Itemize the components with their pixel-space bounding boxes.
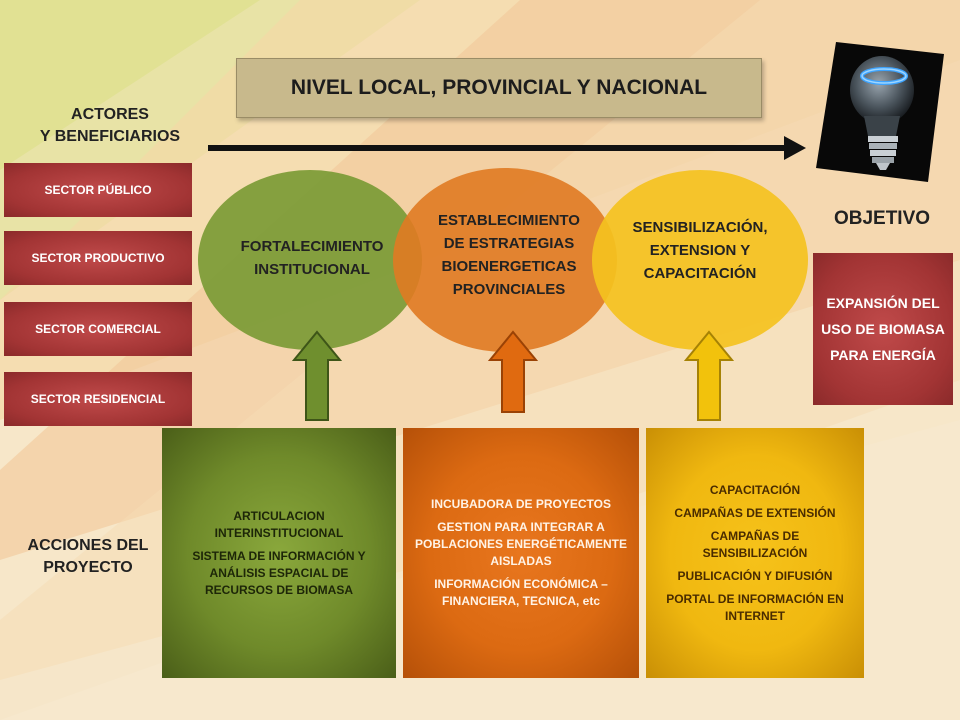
action-item: CAPACITACIÓN — [709, 482, 801, 497]
objective-line1: EXPANSIÓN DEL — [826, 295, 940, 311]
circle-institutional-line1: FORTALECIMIENTO — [240, 238, 384, 255]
actions-heading-line1: ACCIONES DEL — [27, 537, 149, 554]
sector-productive: SECTOR PRODUCTIVO — [4, 231, 192, 285]
actions-box-institutional: ARTICULACION INTERINSTITUCIONAL SISTEMA … — [162, 428, 396, 678]
arrow-up-icon-green — [292, 330, 342, 421]
action-item: INCUBADORA DE PROYECTOS — [430, 497, 612, 511]
circle-strategies — [393, 168, 617, 352]
objective-heading: OBJETIVO — [833, 208, 931, 229]
objective-line2: USO DE BIOMASA — [821, 321, 945, 337]
action-item: CAMPAÑAS DE EXTENSIÓN — [674, 505, 836, 520]
action-item: ARTICULACION INTERINSTITUCIONAL — [214, 508, 344, 540]
action-item: GESTION PARA INTEGRAR A POBLACIONES ENER… — [415, 520, 628, 568]
circle-strategies-line3: BIOENERGETICAS — [441, 258, 577, 275]
lightbulb-icon — [816, 42, 944, 182]
action-item: PUBLICACIÓN Y DIFUSIÓN — [677, 568, 833, 583]
arrow-right-icon — [208, 136, 806, 160]
actors-heading-line1: ACTORES — [71, 106, 149, 123]
actions-box-strategies: INCUBADORA DE PROYECTOS GESTION PARA INT… — [403, 428, 639, 678]
action-item: PORTAL DE INFORMACIÓN EN INTERNET — [666, 591, 844, 623]
sector-residential: SECTOR RESIDENCIAL — [4, 372, 192, 426]
arrow-up-icon-orange — [488, 330, 538, 413]
strategy-circles — [198, 168, 808, 352]
circle-awareness-line2: EXTENSION Y — [649, 242, 751, 259]
circle-strategies-line4: PROVINCIALES — [452, 281, 566, 298]
sector-commercial: SECTOR COMERCIAL — [4, 302, 192, 356]
arrow-up-icon-yellow — [684, 330, 734, 421]
actions-heading-line2: PROYECTO — [43, 559, 133, 576]
action-item: INFORMACIÓN ECONÓMICA – FINANCIERA, TECN… — [434, 577, 608, 608]
actors-heading: ACTORES Y BENEFICIARIOS — [20, 104, 200, 148]
actions-box-awareness: CAPACITACIÓN CAMPAÑAS DE EXTENSIÓN CAMPA… — [646, 428, 864, 678]
objective-line3: PARA ENERGÍA — [830, 347, 936, 363]
circle-strategies-label: ESTABLECIMIENTO DE ESTRATEGIAS BIOENERGE… — [418, 209, 600, 301]
circle-awareness-line3: CAPACITACIÓN — [643, 265, 757, 282]
circle-institutional-label: FORTALECIMIENTO INSTITUCIONAL — [222, 235, 402, 281]
actors-heading-line2: Y BENEFICIARIOS — [39, 128, 181, 145]
circle-institutional — [198, 170, 422, 350]
circle-awareness — [592, 170, 808, 350]
objective-box: EXPANSIÓN DEL USO DE BIOMASA PARA ENERGÍ… — [813, 253, 953, 405]
circle-awareness-line1: SENSIBILIZACIÓN, — [632, 219, 768, 236]
circle-strategies-line1: ESTABLECIMIENTO — [438, 212, 580, 229]
circle-institutional-line2: INSTITUCIONAL — [254, 261, 370, 278]
circle-awareness-label: SENSIBILIZACIÓN, EXTENSION Y CAPACITACIÓ… — [610, 216, 790, 285]
level-title: NIVEL LOCAL, PROVINCIAL Y NACIONAL — [236, 58, 762, 118]
action-item: SISTEMA DE INFORMACIÓN Y ANÁLISIS ESPACI… — [192, 548, 366, 597]
sector-public: SECTOR PÚBLICO — [4, 163, 192, 217]
circle-strategies-line2: DE ESTRATEGIAS — [443, 235, 575, 252]
actions-heading: ACCIONES DEL PROYECTO — [8, 535, 168, 579]
action-item: CAMPAÑAS DE SENSIBILIZACIÓN — [702, 528, 808, 560]
